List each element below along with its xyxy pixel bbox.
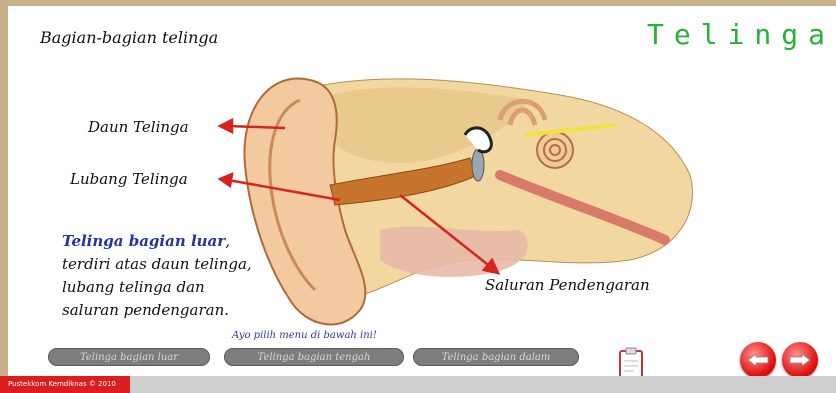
description-text: Telinga bagian luar, terdiri atas daun t… (62, 230, 262, 322)
app-title: Telinga (647, 18, 835, 51)
arrow-right-icon (789, 353, 811, 367)
label-lubang-telinga: Lubang Telinga (70, 170, 188, 188)
menu-button-telinga-luar[interactable]: Telinga bagian luar (48, 348, 210, 366)
label-saluran-pendengaran: Saluran Pendengaran (485, 276, 650, 294)
next-button[interactable] (782, 342, 818, 378)
page-title: Bagian-bagian telinga (40, 28, 218, 47)
description-highlight: Telinga bagian luar (62, 232, 225, 250)
menu-prompt: Ayo pilih menu di bawah ini! (232, 330, 377, 341)
footer-bar: Pustekkom Kemdiknas © 2010 (0, 376, 836, 393)
back-button[interactable] (740, 342, 776, 378)
footer-credit: Pustekkom Kemdiknas © 2010 (0, 376, 130, 393)
arrow-left-icon (747, 353, 769, 367)
menu-button-telinga-dalam[interactable]: Telinga bagian dalam (413, 348, 579, 366)
menu-button-telinga-tengah[interactable]: Telinga bagian tengah (224, 348, 404, 366)
label-daun-telinga: Daun Telinga (88, 118, 189, 136)
